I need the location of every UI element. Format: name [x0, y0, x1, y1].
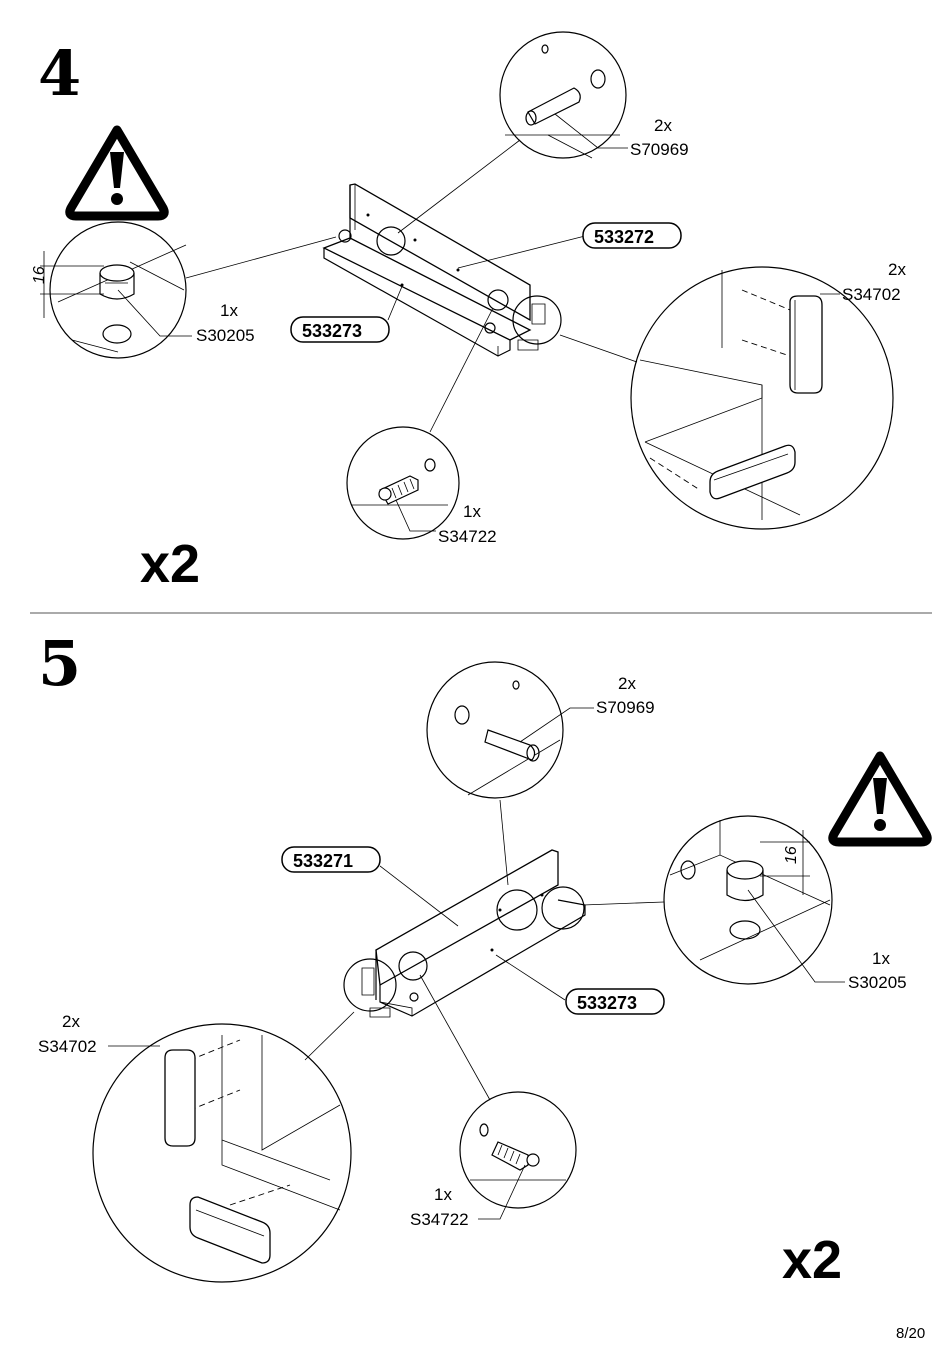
hardware-code: S34702	[842, 285, 901, 304]
step-4: 4 16 1x S30205	[31, 31, 906, 594]
hardware-code: S34722	[410, 1210, 469, 1229]
leader-line	[117, 289, 192, 337]
multiplier: x2	[140, 534, 200, 594]
hardware-code: S70969	[596, 698, 655, 717]
part-id: 533273	[577, 993, 637, 1013]
assembly-drawing	[322, 183, 562, 357]
hardware-code: S34702	[38, 1037, 97, 1056]
hardware-qty: 1x	[434, 1185, 452, 1204]
step-number: 4	[38, 37, 81, 110]
detail-circle-cam-lock	[40, 221, 187, 359]
warning-triangle-icon	[828, 751, 932, 847]
part-callout-533273: 533273	[565, 988, 665, 1015]
detail-circle-connector	[346, 426, 460, 540]
hardware-qty: 2x	[888, 260, 906, 279]
hardware-qty: 2x	[62, 1012, 80, 1031]
multiplier: x2	[782, 1230, 842, 1290]
detail-circle-connector	[459, 1091, 577, 1209]
warning-triangle-icon	[65, 125, 169, 221]
detail-circle-dowel	[499, 31, 627, 159]
part-id: 533273	[302, 321, 362, 341]
hardware-qty: 1x	[872, 949, 890, 968]
assembly-drawing	[343, 849, 586, 1018]
hardware-code: S30205	[848, 973, 907, 992]
hardware-code: S70969	[630, 140, 689, 159]
part-callout-533271: 533271	[281, 846, 381, 873]
part-id: 533271	[293, 851, 353, 871]
part-callout-533273: 533273	[290, 316, 390, 343]
detail-circle-end-caps	[92, 1023, 352, 1283]
detail-circle-end-caps	[630, 266, 894, 530]
hardware-code: S30205	[196, 326, 255, 345]
hardware-qty: 1x	[220, 301, 238, 320]
part-id: 533272	[594, 227, 654, 247]
hardware-qty: 2x	[618, 674, 636, 693]
hardware-qty: 1x	[463, 502, 481, 521]
part-callout-533272: 533272	[582, 222, 682, 249]
dimension-label: 16	[783, 846, 800, 864]
detail-circle-cam-lock	[663, 815, 833, 985]
step-number: 5	[38, 627, 81, 700]
hardware-qty: 2x	[654, 116, 672, 135]
page-number: 8/20	[896, 1325, 925, 1342]
detail-circle-dowel	[426, 661, 564, 799]
dimension-label: 16	[31, 266, 48, 284]
step-5: 5 2x S70969	[38, 627, 932, 1290]
hardware-code: S34722	[438, 527, 497, 546]
